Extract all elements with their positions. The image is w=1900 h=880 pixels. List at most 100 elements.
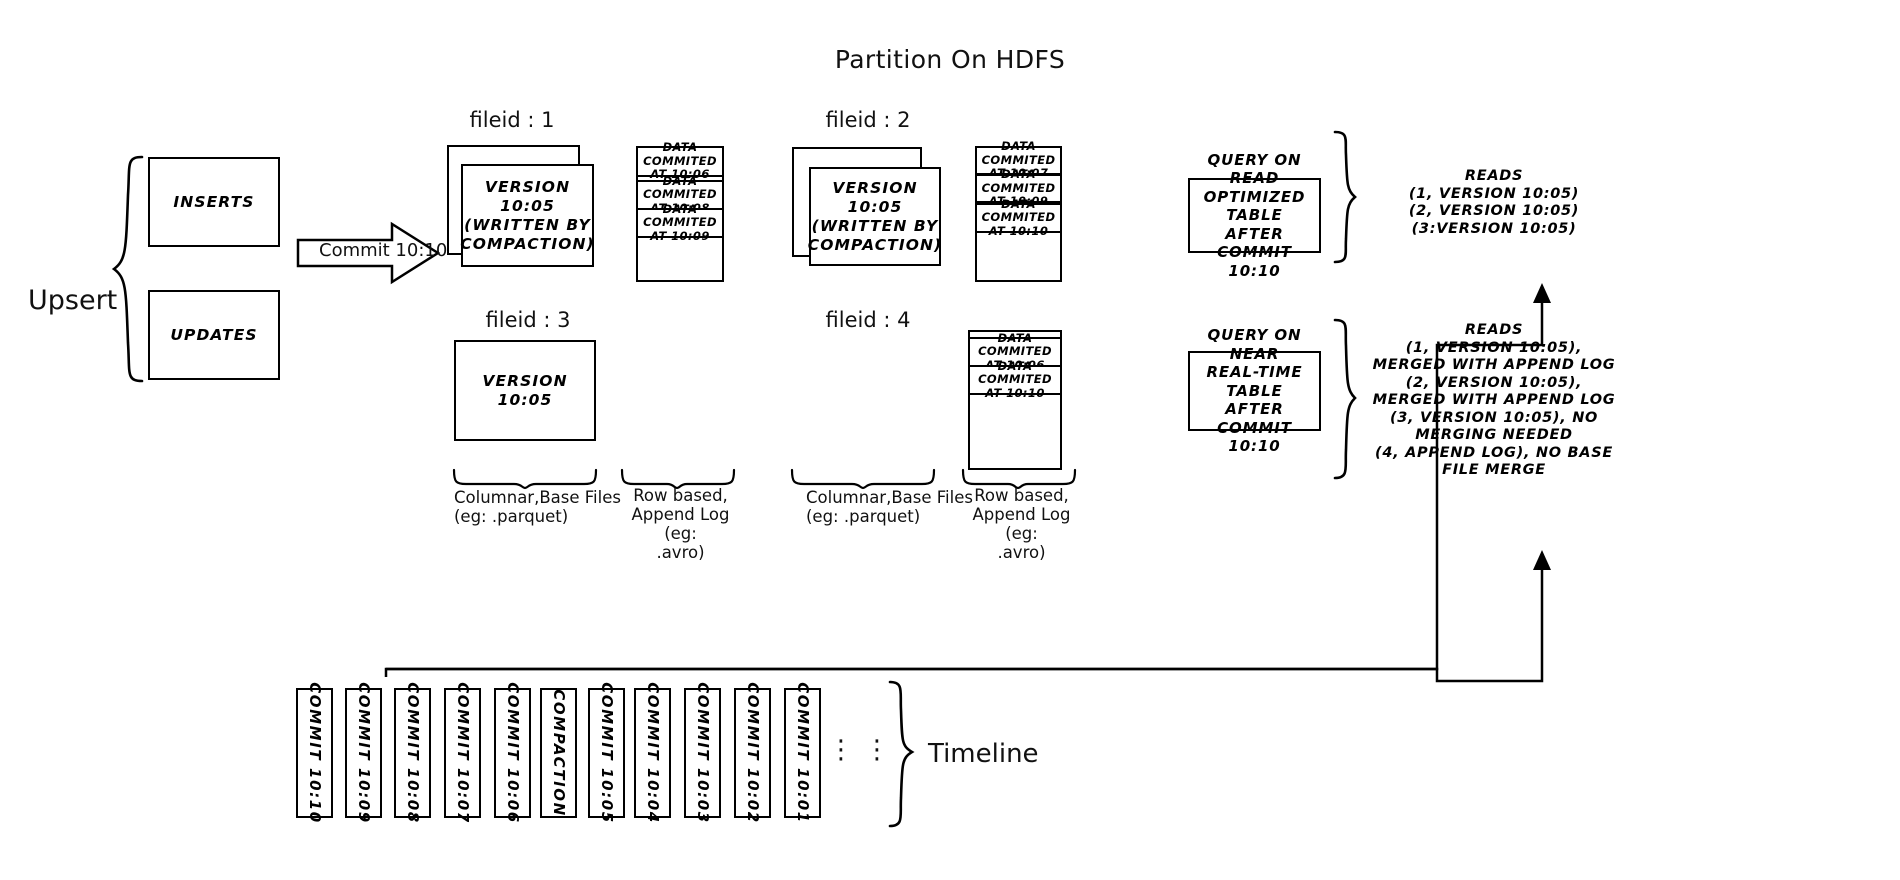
rowbased-brace-left <box>620 468 736 490</box>
timeline-cell-2[interactable]: COMMIT 10:08 <box>394 682 431 824</box>
timeline-cell-0[interactable]: COMMIT 10:10 <box>296 682 333 824</box>
log-entry-text: DATA COMMITED <box>978 330 1052 359</box>
reads-near-real-time: READS (1, VERSION 10:05), MERGED WITH AP… <box>1358 322 1630 480</box>
rowbased-line1: Row based, <box>974 486 1069 505</box>
rowbased-brace-right <box>961 468 1077 490</box>
columnar-line2: (eg: .parquet) <box>454 507 569 526</box>
columnar-brace-right <box>790 468 936 490</box>
log-entry-text: DATA COMMITED <box>643 173 717 202</box>
fileid-2-base-line1: VERSION 10:05 <box>832 178 918 216</box>
timeline-cell-10[interactable]: COMMIT 10:01 <box>784 682 821 824</box>
upsert-brace <box>111 155 144 383</box>
updates-box[interactable]: UPDATES <box>148 290 280 380</box>
fileid-2-log-entry-3[interactable]: DATA COMMITED AT 10:10 <box>975 197 1062 237</box>
rowbased-line3: .avro) <box>656 543 705 562</box>
timeline-cell-label: COMMIT 10:09 <box>354 682 373 824</box>
commit-arrow <box>296 221 441 285</box>
reads-brace-near-real-time <box>1333 318 1357 480</box>
timeline-cell-8[interactable]: COMMIT 10:03 <box>684 682 721 824</box>
fileid-3-base-line1: VERSION 10:05 <box>482 371 568 409</box>
log-entry-text: DATA COMMITED <box>978 358 1052 387</box>
reads-ro-line-0: READS <box>1464 168 1524 184</box>
rowbased-line1: Row based, <box>633 486 728 505</box>
fileid-4-header: fileid : 4 <box>825 308 911 332</box>
reads-nrt-line-5: (3, VERSION 10:05), NO <box>1389 409 1599 426</box>
log-entry-time: AT 10:10 <box>985 385 1045 400</box>
fileid-2-base-file[interactable]: VERSION 10:05 (WRITTEN BY COMPACTION) <box>807 167 943 266</box>
fileid-2-base-line2: (WRITTEN BY <box>811 216 939 235</box>
reads-brace-read-optimized <box>1333 130 1357 264</box>
log-entry-text: DATA COMMITED <box>981 139 1056 167</box>
columnar-caption-left: Columnar,Base Files (eg: .parquet) <box>454 488 644 526</box>
commit-arrow-label: Commit 10:10 <box>319 240 448 261</box>
log-entry-time: AT 10:09 <box>650 228 710 243</box>
fileid-2-log-entry-2[interactable]: DATA COMMITED AT 10:09 <box>975 168 1062 208</box>
reads-nrt-line-1: (1, VERSION 10:05), <box>1405 339 1583 356</box>
timeline-cell-label: COMMIT 10:03 <box>693 682 712 824</box>
timeline-cell-label: COMMIT 10:07 <box>453 682 472 824</box>
inserts-box[interactable]: INSERTS <box>148 157 280 247</box>
log-entry-text: DATA COMMITED <box>981 196 1056 225</box>
query-nrt-line3: AFTER COMMIT <box>1217 400 1292 437</box>
page-title: Partition On HDFS <box>834 45 1066 74</box>
timeline-cell-label: COMMIT 10:06 <box>503 682 522 824</box>
timeline-cell-3[interactable]: COMMIT 10:07 <box>444 682 481 824</box>
fileid-1-base-line2: (WRITTEN BY <box>464 215 591 234</box>
query-read-optimized-box[interactable]: QUERY ON READ OPTIMIZED TABLE AFTER COMM… <box>1188 151 1321 280</box>
timeline-cell-4[interactable]: COMMIT 10:06 <box>494 682 531 824</box>
fileid-2-log-entry-1[interactable]: DATA COMMITED AT 10:07 <box>975 140 1062 180</box>
timeline-cell-label: COMMIT 10:04 <box>643 682 662 824</box>
rowbased-line3: .avro) <box>997 543 1046 562</box>
reads-nrt-line-4: MERGED WITH APPEND LOG <box>1372 392 1616 408</box>
rowbased-line2: Append Log (eg: <box>631 505 730 543</box>
fileid-4-log-entry-1[interactable]: DATA COMMITED AT 10:06 <box>968 331 1062 371</box>
query-nrt-line2: REAL-TIME TABLE <box>1206 363 1303 400</box>
fileid-1-base-file[interactable]: VERSION 10:05 (WRITTEN BY COMPACTION) <box>460 164 595 267</box>
timeline-cell-7[interactable]: COMMIT 10:04 <box>634 682 671 824</box>
log-entry-text: DATA COMMITED <box>981 167 1056 195</box>
columnar-line2: (eg: .parquet) <box>806 507 921 526</box>
timeline-cell-label: COMMIT 10:08 <box>403 682 422 824</box>
query-near-real-time-box[interactable]: QUERY ON NEAR REAL-TIME TABLE AFTER COMM… <box>1188 326 1321 455</box>
query-ro-line4: 10:10 <box>1228 261 1281 280</box>
query-ro-line1: QUERY ON READ <box>1207 150 1302 188</box>
timeline-cell-6[interactable]: COMMIT 10:05 <box>588 682 625 824</box>
columnar-line1: Columnar,Base Files <box>454 488 621 507</box>
fileid-3-base-file[interactable]: VERSION 10:05 <box>454 340 596 441</box>
reads-ro-line-2: (2, VERSION 10:05) <box>1408 203 1580 219</box>
log-entry-text: DATA COMMITED <box>643 140 717 168</box>
updates-label: UPDATES <box>170 325 258 344</box>
log-entry-time: AT 10:06 <box>650 167 710 182</box>
columnar-caption-right: Columnar,Base Files (eg: .parquet) <box>806 488 996 526</box>
fileid-1-base-line3: COMPACTION) <box>460 234 595 253</box>
timeline-cell-label: COMMIT 10:05 <box>597 682 616 824</box>
timeline-cell-label: COMMIT 10:01 <box>793 682 812 824</box>
reads-read-optimized: READS (1, VERSION 10:05) (2, VERSION 10:… <box>1364 168 1624 238</box>
fileid-1-log-entry-1[interactable]: DATA COMMITED AT 10:06 <box>636 141 724 181</box>
timeline-cell-9[interactable]: COMMIT 10:02 <box>734 682 771 824</box>
query-ro-line3: AFTER COMMIT <box>1217 224 1292 262</box>
timeline-cell-label: COMMIT 10:10 <box>305 682 324 824</box>
timeline-brace <box>888 680 915 828</box>
columnar-brace-left <box>452 468 598 490</box>
fileid-2-base-line3: COMPACTION) <box>807 235 943 254</box>
rowbased-caption-left: Row based, Append Log (eg: .avro) <box>617 486 744 562</box>
timeline-ellipsis-1: ⋮ <box>828 735 854 765</box>
reads-nrt-line-8: FILE MERGE <box>1442 462 1546 478</box>
timeline-cell-1[interactable]: COMMIT 10:09 <box>345 682 382 824</box>
fileid-1-log-entry-3[interactable]: DATA COMMITED AT 10:09 <box>636 202 724 242</box>
fileid-3-header: fileid : 3 <box>485 308 571 332</box>
reads-nrt-line-3: (2, VERSION 10:05), <box>1405 374 1583 391</box>
query-ro-line2: OPTIMIZED TABLE <box>1203 187 1306 225</box>
fileid-1-header: fileid : 1 <box>469 108 555 132</box>
log-entry-time: AT 10:10 <box>988 223 1049 238</box>
fileid-1-base-line1: VERSION 10:05 <box>484 177 571 215</box>
timeline-cell-label: COMPACTION <box>549 689 568 817</box>
fileid-4-log-entry-2[interactable]: DATA COMMITED AT 10:10 <box>968 359 1062 399</box>
timeline-ellipsis-2: ⋮ <box>864 735 890 765</box>
rowbased-line2: Append Log (eg: <box>972 505 1071 543</box>
timeline-cell-5[interactable]: COMPACTION <box>540 688 577 818</box>
reads-ro-line-1: (1, VERSION 10:05) <box>1408 185 1580 202</box>
